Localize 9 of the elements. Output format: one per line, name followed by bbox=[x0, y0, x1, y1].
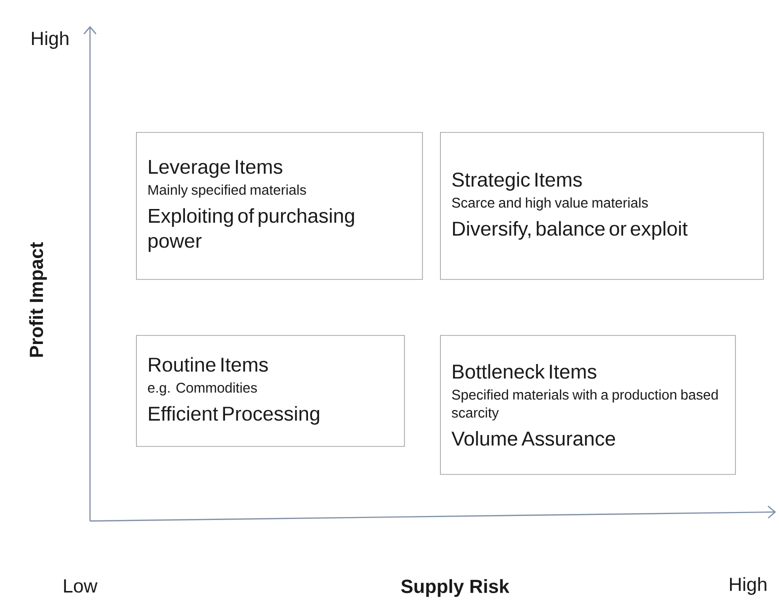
axis-title: Profit Impact bbox=[29, 242, 47, 357]
quadrant-box: Leverage Items Mainly specified materials Exploiting of purchasing power bbox=[136, 132, 423, 280]
quadrant-box: Routine Items e.g. Commodities Efficient Processing bbox=[136, 335, 405, 447]
quadrant-box: Bottleneck Items Specified materials with a production based scarcity Volume Assurance bbox=[440, 335, 736, 475]
axis-end-label: High bbox=[32, 31, 68, 49]
axis-end-label: Low bbox=[64, 579, 98, 593]
quadrant-box: Strategic Items Scarce and high value materials Diversify, balance or exploit bbox=[440, 132, 764, 280]
axis-end-label: High bbox=[730, 577, 766, 595]
axis-title: Supply Risk bbox=[401, 579, 510, 597]
